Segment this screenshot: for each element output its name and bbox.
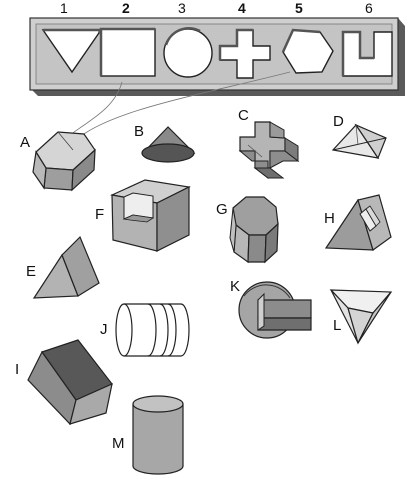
label-m: M xyxy=(112,435,125,452)
label-k: K xyxy=(230,278,240,295)
slot-number-1: 1 xyxy=(60,0,68,16)
object-c-cross-prism xyxy=(238,121,300,180)
label-j: J xyxy=(100,321,108,338)
object-m-cylinder xyxy=(132,395,184,475)
slot-number-3: 3 xyxy=(178,0,186,16)
label-b: B xyxy=(134,123,144,140)
object-g-octagonal-prism xyxy=(229,196,279,264)
slot-square xyxy=(99,27,156,77)
slot-number-4: 4 xyxy=(238,0,246,16)
object-b-cone xyxy=(141,126,196,163)
connector-lines xyxy=(69,71,291,141)
object-e-triangular-prism xyxy=(32,235,100,299)
slot-u-shape xyxy=(341,30,393,77)
slot-circle xyxy=(163,27,213,78)
object-j-stacked-cylinders xyxy=(115,303,190,357)
object-k-slotted-disc xyxy=(238,281,312,339)
label-a: A xyxy=(20,134,30,151)
object-d-triangular-pyramid xyxy=(331,123,387,160)
label-c: C xyxy=(238,107,249,124)
label-e: E xyxy=(26,263,36,280)
slot-number-2: 2 xyxy=(122,0,130,16)
object-i-cube xyxy=(27,339,113,426)
label-f: F xyxy=(95,206,104,223)
slot-number-6: 6 xyxy=(365,0,373,16)
label-h: H xyxy=(324,210,335,227)
object-h-notched-triangular-prism xyxy=(324,194,392,251)
label-l: L xyxy=(333,317,341,334)
object-l-pyramid-frustum xyxy=(329,289,393,345)
slot-hexagon xyxy=(281,28,334,74)
label-i: I xyxy=(15,361,19,378)
slot-cross xyxy=(218,28,271,79)
slot-number-5: 5 xyxy=(295,0,303,16)
label-g: G xyxy=(216,201,228,218)
object-a-hexagonal-prism xyxy=(32,131,96,192)
label-d: D xyxy=(333,113,344,130)
object-f-u-block xyxy=(109,179,191,252)
